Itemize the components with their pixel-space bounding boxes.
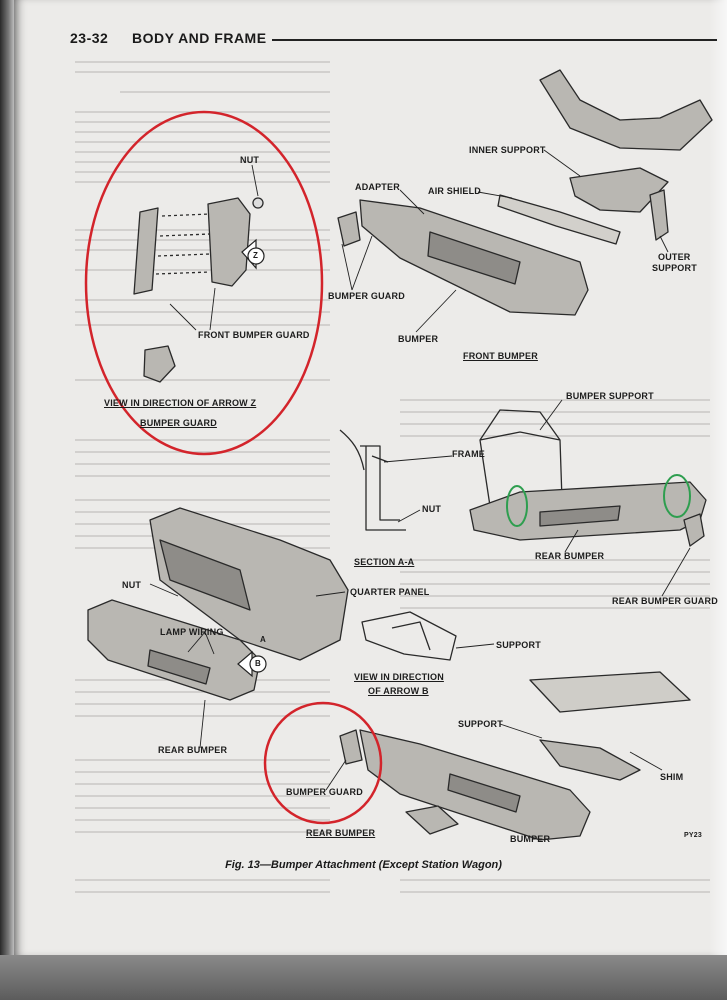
callout-letter-z: Z <box>253 251 259 260</box>
book-binding-edge <box>0 0 14 955</box>
arrow-b-callout <box>237 650 267 678</box>
label-support-bottom: SUPPORT <box>458 719 503 729</box>
green-circle-annotation-left <box>506 485 528 527</box>
label-view-arrow-z: VIEW IN DIRECTION OF ARROW Z <box>104 398 257 408</box>
label-lamp-wiring: LAMP WIRING <box>160 627 224 637</box>
page-header: 23-32 BODY AND FRAME <box>70 30 720 50</box>
arrow-z-callout <box>241 238 265 270</box>
arrow-b-view-drawing <box>361 611 457 661</box>
label-nut-top: NUT <box>240 155 260 165</box>
red-circle-annotation-front <box>84 110 324 456</box>
section-aa-drawing <box>339 429 406 531</box>
rear-bumper-right-drawing <box>469 409 707 547</box>
callout-letter-b: B <box>255 659 261 668</box>
label-rear-bumper-bottom: REAR BUMPER <box>306 828 376 838</box>
label-nut-left: NUT <box>122 580 142 590</box>
label-quarter-panel: QUARTER PANEL <box>350 587 430 597</box>
red-circle-annotation-rear <box>263 701 383 825</box>
label-nut-section: NUT <box>422 504 442 514</box>
rear-bumper-lower-drawing <box>339 671 691 841</box>
leader-lines <box>149 149 691 791</box>
label-inner-support: INNER SUPPORT <box>469 145 546 155</box>
green-circle-annotation-right <box>663 474 691 518</box>
front-bumper-drawing <box>337 69 713 316</box>
label-front-bumper: FRONT BUMPER <box>463 351 538 361</box>
rear-bumper-left-drawing <box>87 507 349 701</box>
label-bumper-bottom: BUMPER <box>510 834 551 844</box>
label-bumper-guard-lower: BUMPER GUARD <box>286 787 363 797</box>
label-outer-support-line2: SUPPORT <box>652 263 697 273</box>
label-shim: SHIM <box>660 772 684 782</box>
label-view-arrow-b-line2: OF ARROW B <box>368 686 429 696</box>
label-adapter: ADAPTER <box>355 182 400 192</box>
label-rear-bumper-guard: REAR BUMPER GUARD <box>612 596 718 606</box>
label-bumper-guard-upper: BUMPER GUARD <box>140 418 217 428</box>
label-bumper-front: BUMPER <box>398 334 439 344</box>
label-air-shield: AIR SHIELD <box>428 186 482 196</box>
scan-bottom-shadow <box>0 955 727 1000</box>
section-title: BODY AND FRAME <box>132 30 267 46</box>
header-rule <box>272 39 717 41</box>
label-section-aa: SECTION A-A <box>354 557 415 567</box>
page-edge-fade <box>709 0 727 955</box>
label-rear-bumper-left: REAR BUMPER <box>158 745 228 755</box>
section-mark-a: A <box>260 635 266 644</box>
label-front-bumper-guard: FRONT BUMPER GUARD <box>198 330 310 340</box>
label-bumper-support: BUMPER SUPPORT <box>566 391 654 401</box>
label-outer-support-line1: OUTER <box>658 252 691 262</box>
front-bumper-guard-drawing <box>133 197 264 383</box>
label-bumper-guard-mid: BUMPER GUARD <box>328 291 405 301</box>
label-rear-bumper-right: REAR BUMPER <box>535 551 605 561</box>
label-frame: FRAME <box>452 449 485 459</box>
figure-code: PY23 <box>684 832 702 839</box>
page-number: 23-32 <box>70 30 109 46</box>
label-support-b: SUPPORT <box>496 640 541 650</box>
figure-caption: Fig. 13—Bumper Attachment (Except Statio… <box>225 859 502 871</box>
label-view-arrow-b-line1: VIEW IN DIRECTION <box>354 672 444 682</box>
